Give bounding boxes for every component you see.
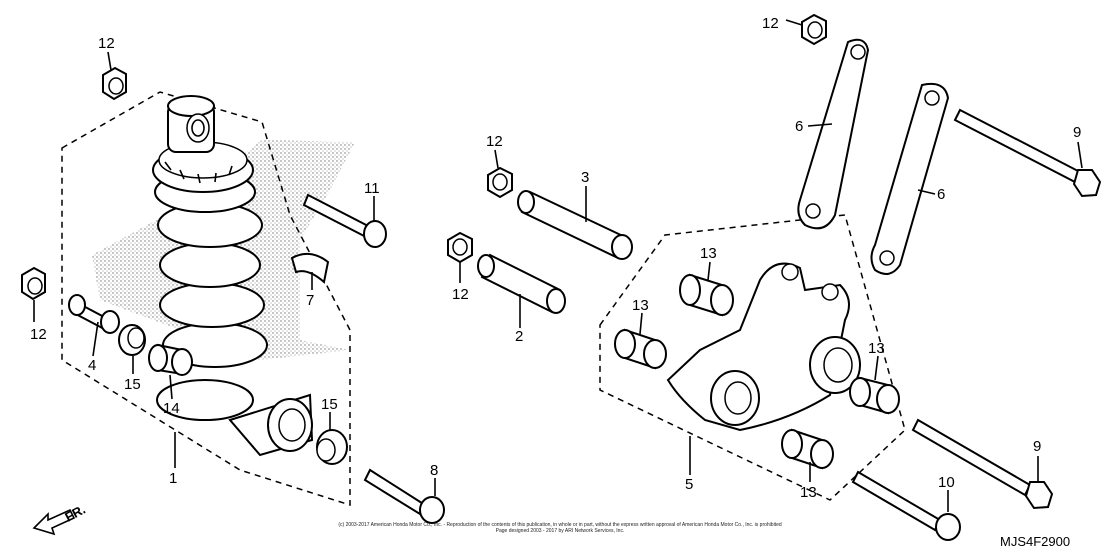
callout-13: 13 [632,297,649,314]
bearing-14[interactable] [148,343,193,376]
tie-rod-6-b[interactable] [870,82,950,275]
callout-1: 1 [169,470,177,487]
callout-9: 9 [1033,438,1041,455]
callout-8: 8 [430,462,438,479]
callout-3: 3 [581,169,589,186]
bolt-10[interactable] [851,470,961,541]
bearing-13-c[interactable] [849,376,900,415]
nut-12-e[interactable] [801,13,827,46]
bolt-9-a[interactable] [953,108,1102,198]
callout-12: 12 [98,35,115,52]
dust-seal-15-b[interactable] [316,429,348,465]
label-7[interactable] [290,252,330,284]
dust-seal-15-a[interactable] [118,324,146,356]
bolt-8[interactable] [363,468,445,524]
nut-12-b[interactable] [21,266,46,301]
nut-12-d[interactable] [447,231,473,264]
bearing-13-a[interactable] [679,273,734,317]
callout-13: 13 [800,484,817,501]
bearing-13-b[interactable] [614,328,667,370]
callout-6: 6 [937,186,945,203]
shock-absorber [152,95,314,457]
collar-2[interactable] [477,253,566,314]
callout-13: 13 [868,340,885,357]
callout-12: 12 [486,133,503,150]
callout-6: 6 [795,118,803,135]
callout-5: 5 [685,476,693,493]
callout-11: 11 [364,180,380,197]
callout-14: 14 [163,400,180,417]
callout-2: 2 [515,328,523,345]
front-arrow-icon: FR. [32,502,88,536]
callout-4: 4 [88,357,96,374]
callout-12: 12 [30,326,47,343]
callout-7: 7 [306,292,314,309]
tie-rod-6-a[interactable] [797,38,870,230]
nut-12-a[interactable] [102,66,127,101]
callout-10: 10 [938,474,955,491]
callout-12: 12 [452,286,469,303]
copyright-line-1: (c) 2003-2017 American Honda Motor Co., … [338,522,782,528]
copyright-notice: (c) 2003-2017 American Honda Motor Co., … [300,522,820,534]
callout-12: 12 [762,15,779,32]
callout-15: 15 [321,396,338,413]
callout-15: 15 [124,376,141,393]
bolt-11[interactable] [302,193,387,248]
cushion-arm-5[interactable] [666,262,861,432]
collar-3[interactable] [517,190,633,260]
copyright-line-2: Page designed 2003 - 2017 by ARI Network… [495,528,625,534]
bearing-13-d[interactable] [781,428,834,470]
link-group-outline [599,214,906,501]
callout-13: 13 [700,245,717,262]
callouts: 12 12 4 15 14 1 11 7 15 8 12 3 12 2 13 1… [30,15,1081,501]
diagram-code: MJS4F2900 [1000,534,1071,549]
bolt-9-b[interactable] [911,418,1054,510]
nut-12-c[interactable] [487,166,513,199]
leader-lines [33,19,1083,512]
callout-9: 9 [1073,124,1081,141]
